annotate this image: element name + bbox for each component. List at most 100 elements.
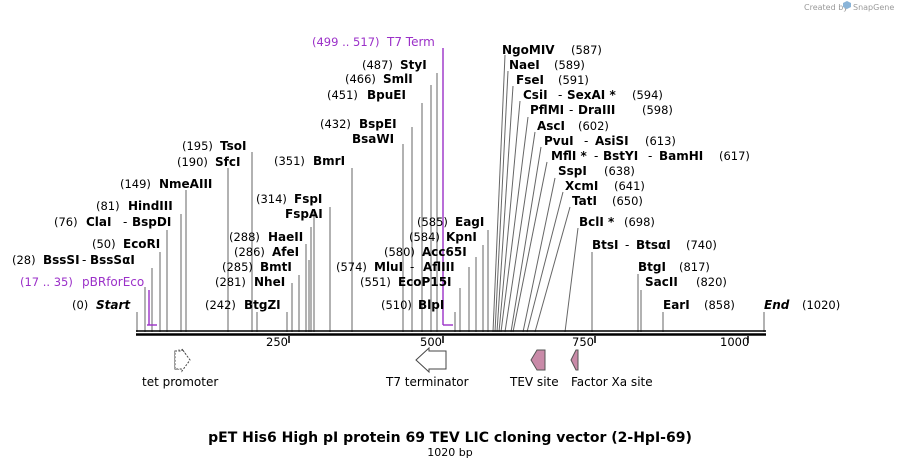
site-sep: - [123,215,127,229]
site-name: BlpI [418,298,444,312]
site-pos: (698) [624,215,655,229]
site-pos: (650) [612,194,643,208]
site-ecori: (50) EcoRI [92,237,160,251]
site-name: BtsI [592,238,619,252]
tick-750: 750 [572,335,594,349]
site-name: BspDI [132,215,171,229]
site-name: NgoMIV [502,43,555,57]
site-sep: - [558,88,562,102]
site-sspi: SspI (638) [558,164,635,178]
site-pos: (820) [696,275,727,289]
site-name: BsaWI [352,132,394,146]
site-name: EagI [455,215,484,229]
site-name: NheI [254,275,285,289]
site-pos: (817) [679,260,710,274]
site-btgzi: (242) BtgZI [205,298,281,312]
site-name: SmlI [383,72,413,86]
site-naei: NaeI (589) [509,58,585,72]
site-name: TatI [572,194,597,208]
site-sacii: SacII (820) [645,275,727,289]
start-label: Start [96,298,131,312]
site-btgi: BtgI (817) [638,260,710,274]
site-pos: (288) [229,230,260,244]
site-sep: - [648,149,652,163]
site-blpi: (510) BlpI [381,298,444,312]
site-name: CsiI [523,88,548,102]
site-pos: (585) [417,215,448,229]
site-name: KpnI [446,230,477,244]
tick-1000: 1000 [720,335,749,349]
site-name: MluI [374,260,403,274]
site-pos: (451) [327,88,358,102]
site-pos: (242) [205,298,236,312]
site-pos: (466) [345,72,376,86]
site-name: BmrI [313,154,345,168]
site-pos: (584) [409,230,440,244]
credit-text: Created by [804,3,848,12]
site-fspai: FspAI [285,207,323,221]
site-sep: - [410,260,414,274]
site-pos: (598) [642,103,673,117]
site-nmeaiii: (149) NmeAIII [120,177,212,191]
site-pos: (281) [215,275,246,289]
site-name: ClaI [86,215,111,229]
site-name: PflMI [530,103,564,117]
site-name: BtgI [638,260,666,274]
end-pos: (1020) [802,298,840,312]
site-smli: (466) SmlI [345,72,413,86]
site-pos: (81) [96,199,120,213]
primer-name: pBRforEco [82,275,144,289]
site-sep: - [584,134,588,148]
site-name: BpuEI [367,88,406,102]
site-mfli: MflI * - BstYI - BamHI (617) [551,149,750,163]
site-pos: (574) [336,260,367,274]
site-pos: (195) [182,139,213,153]
site-eagi: (585) EagI [417,215,484,229]
site-pos: (594) [632,88,663,102]
site-pos: (351) [274,154,305,168]
map-title: pET His6 High pI protein 69 TEV LIC clon… [208,430,692,446]
ruler-ticks [288,336,749,343]
site-name: StyI [400,58,427,72]
site-afei: (286) AfeI [234,245,299,259]
site-name: EarI [663,298,690,312]
site-clai: (76) ClaI - BspDI [54,215,171,229]
site-name: SspI [558,164,587,178]
site-pos: (432) [320,117,351,131]
site-pos: (602) [578,119,609,133]
feature-label: TEV site [509,375,559,389]
map-length: 1020 bp [427,446,472,459]
site-csii: CsiI - SexAI * (594) [523,88,663,102]
site-pos: (740) [686,238,717,252]
site-nhei: (281) NheI [215,275,285,289]
primer-range: (499 .. 517) [312,35,380,49]
site-name: HaeII [268,230,303,244]
site-pos: (858) [704,298,735,312]
site-pos: (638) [604,164,635,178]
site-name: SacII [645,275,678,289]
site-name: MflI * [551,149,587,163]
start-pos: (0) [72,298,88,312]
site-pos: (587) [571,43,602,57]
feature-label: tet promoter [142,375,218,389]
site-bmti: (285) BmtI [222,260,292,274]
site-hindiii: (81) HindIII [96,199,173,213]
site-bmri: (351) BmrI [274,154,345,168]
credit-brand: SnapGene [853,3,894,12]
site-name: Acc65I [422,245,467,259]
site-bspei: (432) BspEI [320,117,397,131]
site-pos: (149) [120,177,151,191]
site-pos: (190) [177,155,208,169]
site-name: AsiSI [595,134,629,148]
site-bsawi: BsaWI [352,132,394,146]
site-name: TsoI [220,139,246,153]
site-name: AscI [537,119,565,133]
site-name: FspI [294,192,322,206]
site-pos: (314) [256,192,287,206]
site-pos: (286) [234,245,265,259]
site-sep: - [569,103,573,117]
site-name: BamHI [659,149,703,163]
site-name: BstYI [603,149,638,163]
site-sep: - [625,238,629,252]
site-eari: EarI (858) [663,298,735,312]
